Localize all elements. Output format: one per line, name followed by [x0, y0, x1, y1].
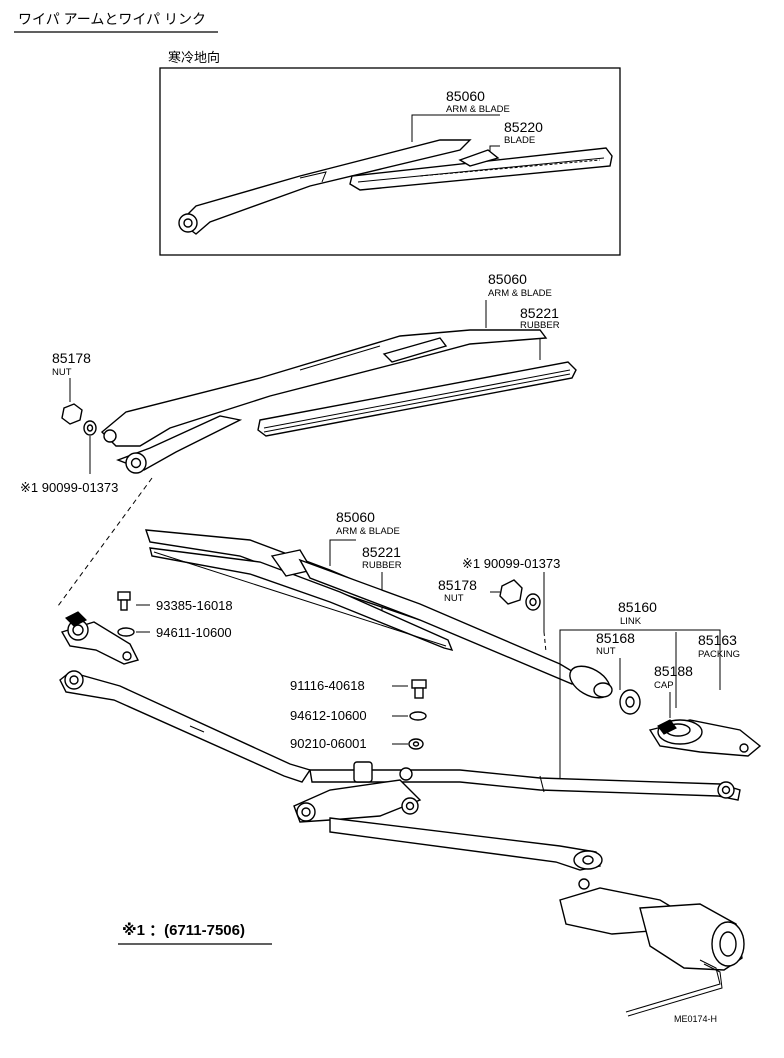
nut-link-pn: 85168 — [596, 630, 635, 646]
inset-label-arm-name: ARM & BLADE — [446, 104, 510, 115]
leader-link — [559, 629, 721, 778]
nut-left-icon — [61, 403, 83, 425]
bolt-2-icon — [411, 679, 427, 699]
right-pivot-assembly — [648, 719, 762, 757]
inset-title: 寒冷地向 — [168, 50, 220, 65]
rubber-mid-pn: 85221 — [362, 544, 401, 560]
cap-pn: 85188 — [654, 663, 693, 679]
bolt-1-label: 93385-16018 — [156, 598, 233, 613]
arm-top-name: ARM & BLADE — [488, 288, 552, 299]
inset-wiper-blade — [349, 147, 613, 191]
rubber-mid-name: RUBBER — [362, 560, 402, 571]
left-pivot-assembly — [60, 611, 140, 665]
nut-left-name: NUT — [52, 367, 72, 378]
inset-leader-arm — [411, 114, 500, 142]
washer-2-icon — [409, 711, 427, 721]
wiper-motor — [559, 878, 745, 1017]
nut-left-pn: 85178 — [52, 350, 91, 366]
washer-right-label: ※1 90099-01373 — [462, 556, 560, 571]
packing-pn: 85163 — [698, 632, 737, 648]
upper-wiper-blade — [257, 361, 577, 437]
inset-frame — [159, 67, 621, 256]
leader-arm-mid — [329, 539, 356, 566]
wiper-link-rods — [59, 670, 741, 871]
washer-2-label: 94612-10600 — [290, 708, 367, 723]
page-title: ワイパ アームとワイパ リンク — [18, 11, 206, 27]
footnote-text: ※1 ：(6711-7506) — [122, 921, 245, 939]
bolt-2-label: 91116-40618 — [290, 678, 365, 693]
inset-label-blade-name: BLADE — [504, 135, 535, 146]
washer-3-label: 90210-06001 — [290, 736, 367, 751]
cap-name: CAP — [654, 680, 674, 691]
nut-right-pn: 85178 — [438, 577, 477, 593]
middle-wiper-arm — [298, 558, 613, 699]
inset-label-blade-pn: 85220 — [504, 119, 543, 135]
washer-icon — [117, 627, 135, 637]
arm-mid-name: ARM & BLADE — [336, 526, 400, 537]
arm-mid-pn: 85060 — [336, 509, 375, 525]
ref-code: ME0174-H — [674, 1014, 717, 1024]
dashed-pivot-left — [57, 477, 153, 607]
upper-wiper-arm — [100, 329, 548, 474]
dashed-pivot-right — [543, 631, 547, 653]
bolt-icon — [117, 591, 131, 611]
nut-right-name: NUT — [444, 593, 464, 604]
washer-left-label: ※1 90099-01373 — [20, 480, 118, 495]
washer-1-label: 94611-10600 — [156, 625, 232, 640]
nut-right-icon — [499, 579, 523, 605]
inset-wiper-arm — [178, 139, 472, 235]
nut-link-name: NUT — [596, 646, 616, 657]
packing-name: PACKING — [698, 649, 740, 660]
arm-top-pn: 85060 — [488, 271, 527, 287]
link-name: LINK — [620, 616, 642, 627]
rubber-top-pn: 85221 — [520, 305, 559, 321]
inset-label-arm-pn: 85060 — [446, 88, 485, 104]
rubber-top-name: RUBBER — [520, 320, 560, 331]
link-pn: 85160 — [618, 599, 657, 615]
